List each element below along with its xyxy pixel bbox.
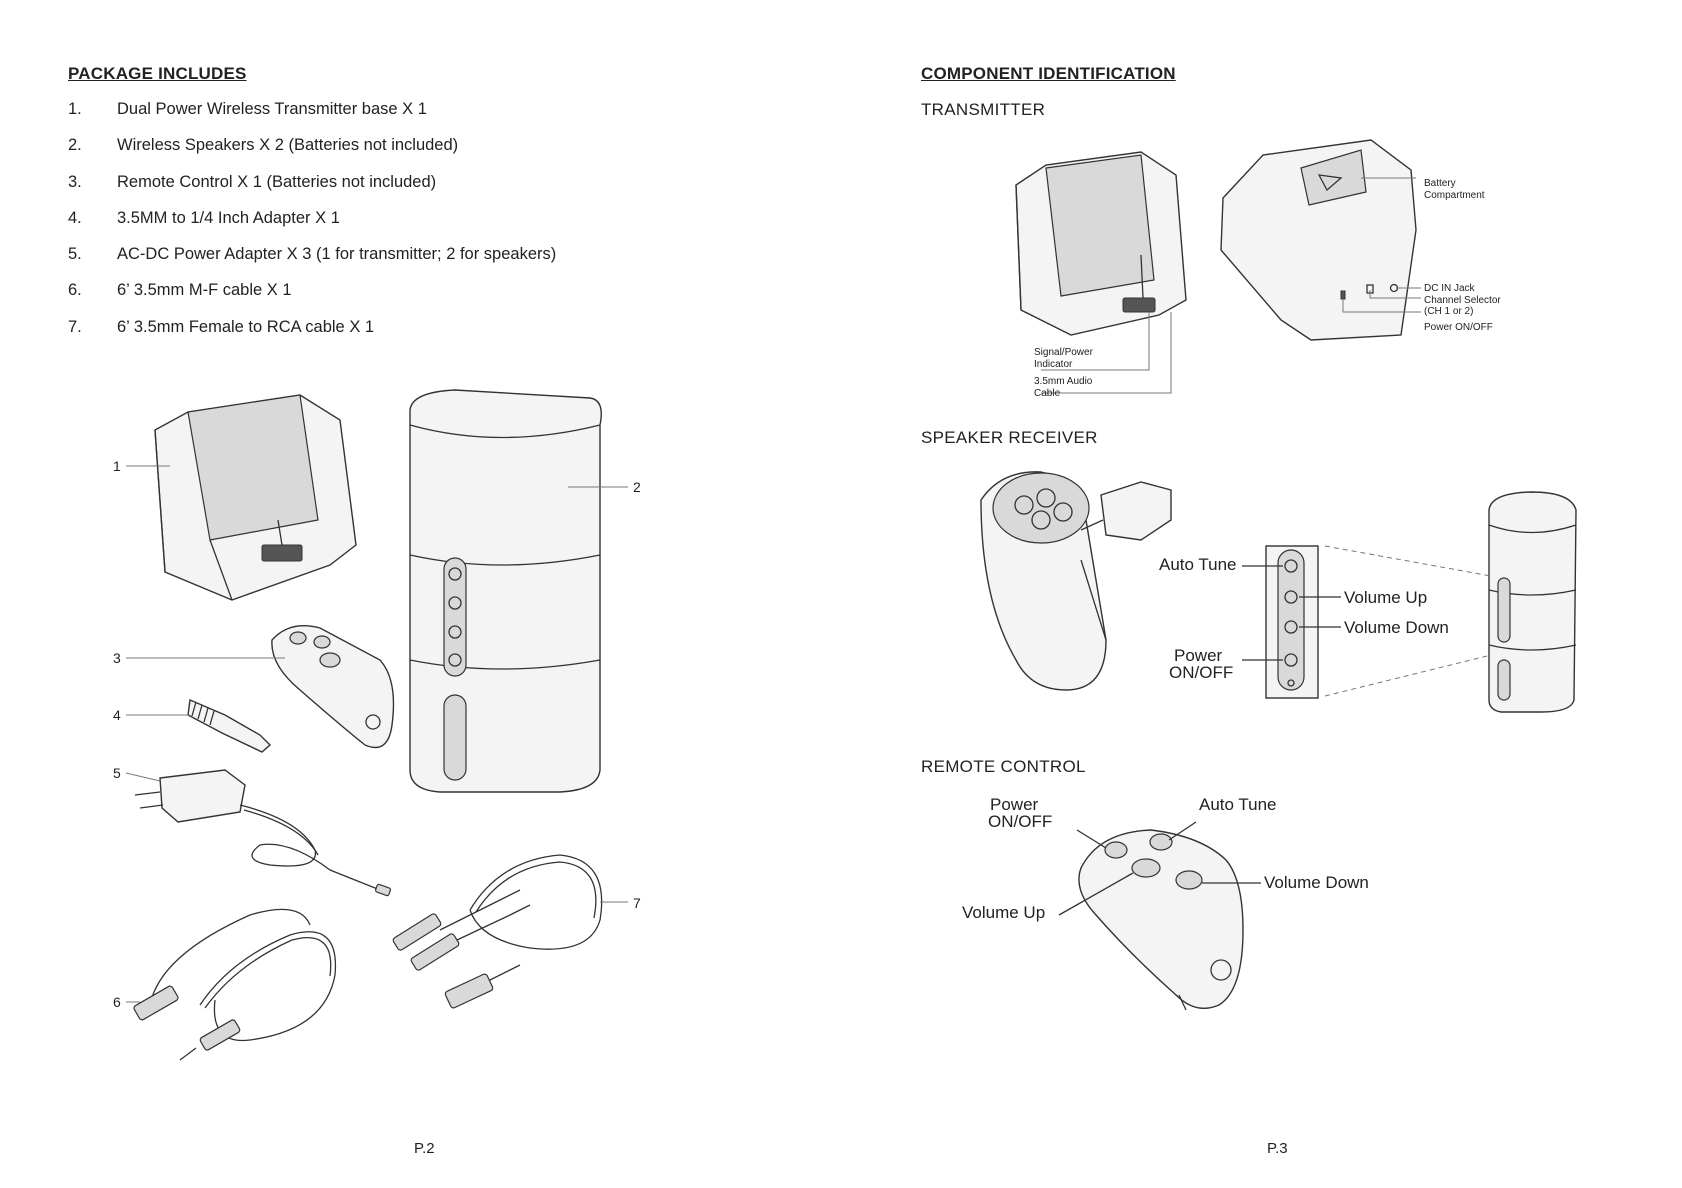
item-text: 6’ 3.5mm M-F cable X 1: [117, 281, 292, 300]
speaker-small-illustration: [1324, 491, 1577, 713]
package-item: 6. 6’ 3.5mm M-F cable X 1: [68, 281, 556, 317]
transmitter-base-illustration: [126, 394, 357, 601]
remote-control-title: REMOTE CONTROL: [921, 757, 1086, 776]
callout-4: 4: [113, 707, 121, 723]
package-includes-heading: PACKAGE INCLUDES: [68, 64, 247, 83]
callout-3: 3: [113, 650, 121, 666]
speaker-leader-lines: [1242, 565, 1341, 661]
package-item: 5. AC-DC Power Adapter X 3 (1 for transmi…: [68, 245, 556, 281]
package-illustration: 1 2 3 4 5 6 7: [113, 389, 641, 1061]
item-text: 3.5MM to 1/4 Inch Adapter X 1: [117, 208, 340, 227]
item-number: 2.: [68, 136, 82, 155]
transmitter-back-illustration: [1220, 139, 1417, 341]
transmitter-title: TRANSMITTER: [921, 100, 1046, 119]
label-audio-1: 3.5mm Audio: [1034, 376, 1093, 387]
package-item: 4. 3.5MM to 1/4 Inch Adapter X 1: [68, 209, 556, 245]
speaker-receiver-title: SPEAKER RECEIVER: [921, 428, 1098, 447]
speaker-illustration: [409, 389, 628, 793]
package-item: 1. Dual Power Wireless Transmitter base X…: [68, 100, 556, 136]
label-remote-volume-down: Volume Down: [1264, 873, 1369, 892]
label-signal-1: Signal/Power: [1034, 347, 1094, 358]
label-remote-power-2: ON/OFF: [988, 812, 1052, 831]
label-auto-tune: Auto Tune: [1159, 555, 1237, 574]
callout-7: 7: [633, 895, 641, 911]
item-number: 5.: [68, 245, 82, 264]
item-number: 4.: [68, 208, 82, 227]
callout-5: 5: [113, 765, 121, 781]
item-text: Dual Power Wireless Transmitter base X 1: [117, 100, 427, 118]
component-identification-heading: COMPONENT IDENTIFICATION: [921, 64, 1176, 83]
callout-2: 2: [633, 479, 641, 495]
label-battery-1: Battery: [1424, 178, 1456, 189]
package-item: 2. Wireless Speakers X 2 (Batteries not i…: [68, 136, 556, 172]
label-remote-auto-tune: Auto Tune: [1199, 795, 1277, 814]
label-audio-2: Cable: [1034, 388, 1061, 399]
label-power: Power ON/OFF: [1424, 322, 1493, 333]
label-volume-down: Volume Down: [1344, 618, 1449, 637]
item-text: Remote Control X 1 (Batteries not includ…: [117, 172, 437, 191]
item-number: 1.: [68, 100, 82, 118]
rca-cable-illustration: [392, 854, 628, 1009]
label-remote-power-1: Power: [990, 795, 1039, 814]
label-remote-volume-up: Volume Up: [962, 903, 1045, 922]
power-adapter-illustration: [125, 769, 391, 897]
mf-cable-illustration: [126, 908, 337, 1061]
label-power-2: ON/OFF: [1169, 663, 1233, 682]
label-power-1: Power: [1174, 646, 1223, 665]
label-dc-in: DC IN Jack: [1424, 283, 1476, 294]
speaker-control-panel-illustration: [1265, 545, 1319, 699]
label-volume-up: Volume Up: [1344, 588, 1427, 607]
right-page: COMPONENT IDENTIFICATION TRANSMITTER SPE…: [841, 0, 1682, 1188]
left-page: PACKAGE INCLUDES 1. Dual Power Wireless T…: [68, 64, 641, 1157]
speaker-battery-view-illustration: [980, 471, 1172, 691]
label-channel-1: Channel Selector: [1424, 295, 1501, 306]
package-list: 1. Dual Power Wireless Transmitter base X…: [68, 100, 556, 354]
remote-illustration: [126, 625, 395, 749]
page-number: P.2: [414, 1140, 435, 1157]
package-item: 3. Remote Control X 1 (Batteries not incl…: [68, 173, 556, 209]
item-number: 7.: [68, 317, 82, 336]
transmitter-leader-lines: [1041, 177, 1421, 394]
item-text: 6’ 3.5mm Female to RCA cable X 1: [117, 317, 375, 336]
item-number: 6.: [68, 281, 82, 300]
remote-leader-lines: [1058, 821, 1261, 916]
label-channel-2: (CH 1 or 2): [1424, 306, 1473, 317]
item-number: 3.: [68, 172, 82, 191]
adapter-illustration: [126, 698, 272, 753]
callout-6: 6: [113, 994, 121, 1010]
component-illustration: Battery Compartment DC IN Jack Channel S…: [962, 139, 1577, 1011]
remote-control-illustration: [1078, 829, 1244, 1011]
item-text: AC-DC Power Adapter X 3 (1 for transmitt…: [117, 245, 557, 264]
package-item: 7. 6’ 3.5mm Female to RCA cable X 1: [68, 318, 556, 354]
label-signal-2: Indicator: [1034, 359, 1073, 370]
item-text: Wireless Speakers X 2 (Batteries not inc…: [117, 136, 459, 155]
page-number: P.3: [1267, 1140, 1288, 1157]
callout-1: 1: [113, 458, 121, 474]
label-battery-2: Compartment: [1424, 190, 1485, 201]
transmitter-front-illustration: [1015, 151, 1187, 336]
